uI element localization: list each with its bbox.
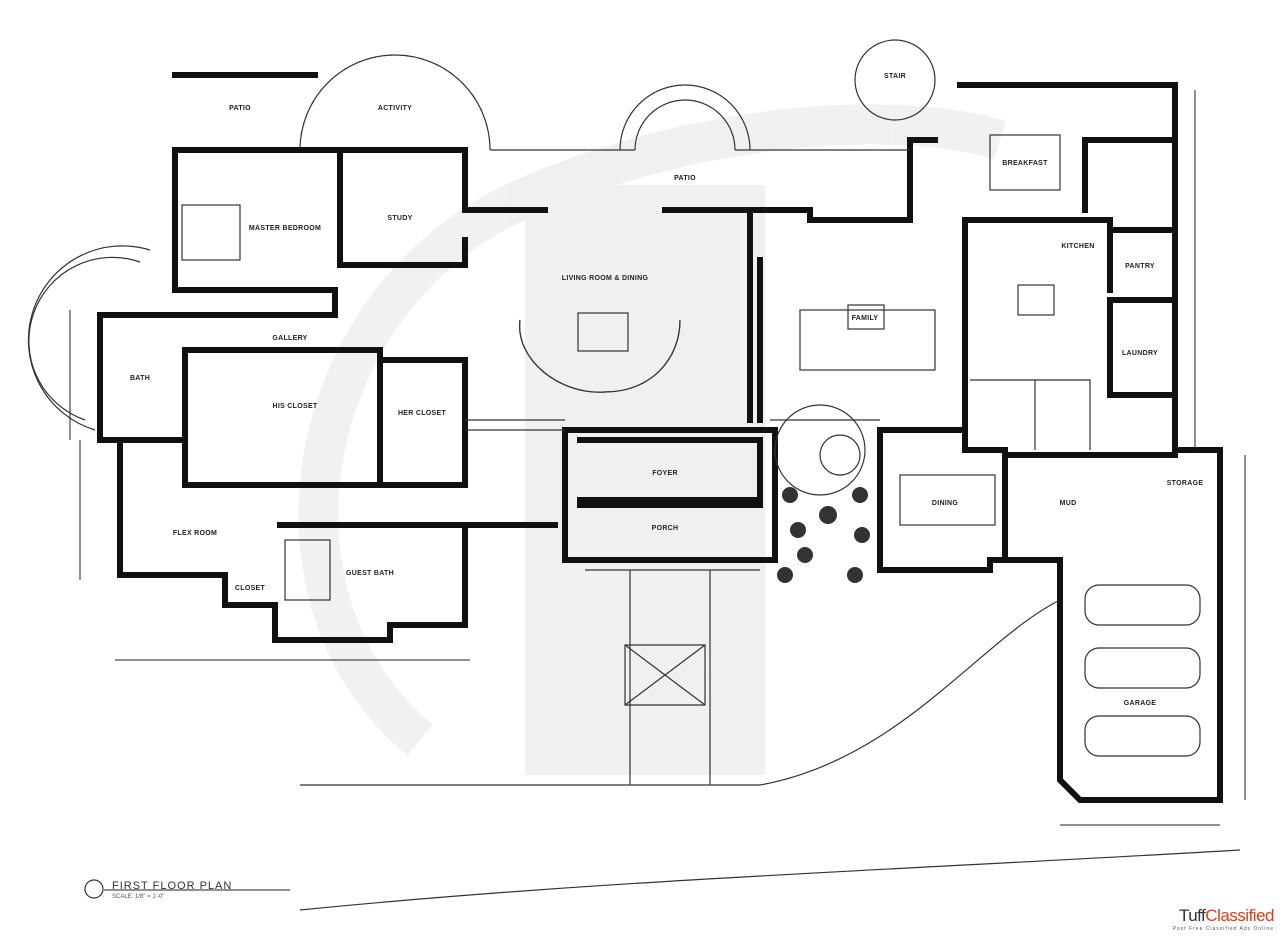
guest-bed	[284, 539, 331, 601]
watermark-logo: TuffClassified Post Free Classified Ads …	[1172, 906, 1275, 932]
room-label: FOYER	[652, 470, 678, 477]
room-label: GARAGE	[1124, 700, 1157, 707]
room-label: KITCHEN	[1061, 243, 1094, 250]
drawing-title: FIRST FLOOR PLAN	[112, 880, 233, 892]
room-label: DINING	[932, 500, 959, 507]
room-label: MUD	[1060, 500, 1077, 507]
interior-lines	[465, 149, 1091, 785]
room-labels: PATIO ACTIVITY MASTER BEDROOM STUDY PATI…	[130, 73, 1203, 707]
drawing-scale: SCALE: 1/8" = 1'-0"	[112, 894, 165, 900]
room-label: FLEX ROOM	[173, 530, 217, 537]
watermark-tagline: Post Free Classified Ads Online	[1172, 926, 1274, 932]
room-label: HIS CLOSET	[272, 403, 317, 410]
room-label: BREAKFAST	[1002, 160, 1048, 167]
room-label: MASTER BEDROOM	[249, 225, 321, 232]
site-boundary-line	[300, 599, 1061, 786]
bay-windows	[27, 39, 936, 431]
room-label: HER CLOSET	[398, 410, 447, 417]
landscape-plants	[777, 487, 870, 583]
site-curve-line	[299, 849, 1241, 911]
room-label: BATH	[130, 375, 150, 382]
master-bed	[181, 204, 241, 261]
room-label: CLOSET	[235, 585, 266, 592]
room-label: PATIO	[229, 105, 251, 112]
room-label: PANTRY	[1125, 263, 1155, 270]
coffee-table	[577, 312, 629, 352]
furniture	[181, 134, 1061, 601]
watermark-brand-a: Tuff	[1178, 906, 1206, 925]
drawing-number-marker	[84, 879, 104, 899]
garage-cars	[1084, 584, 1201, 757]
watermark-brand-b: Classified	[1205, 906, 1274, 925]
room-label: STAIR	[884, 73, 906, 80]
walls	[97, 72, 1223, 803]
room-label: PORCH	[652, 525, 679, 532]
room-label: PATIO	[674, 175, 696, 182]
room-label: STUDY	[387, 215, 412, 222]
room-label: LIVING ROOM & DINING	[562, 275, 649, 282]
room-label: GUEST BATH	[346, 570, 394, 577]
room-label: LAUNDRY	[1122, 350, 1158, 357]
room-label: GALLERY	[272, 335, 307, 342]
dimension-lines	[69, 90, 1246, 826]
room-label: ACTIVITY	[378, 105, 412, 112]
room-label: FAMILY	[852, 315, 879, 322]
room-label: STORAGE	[1167, 480, 1204, 487]
